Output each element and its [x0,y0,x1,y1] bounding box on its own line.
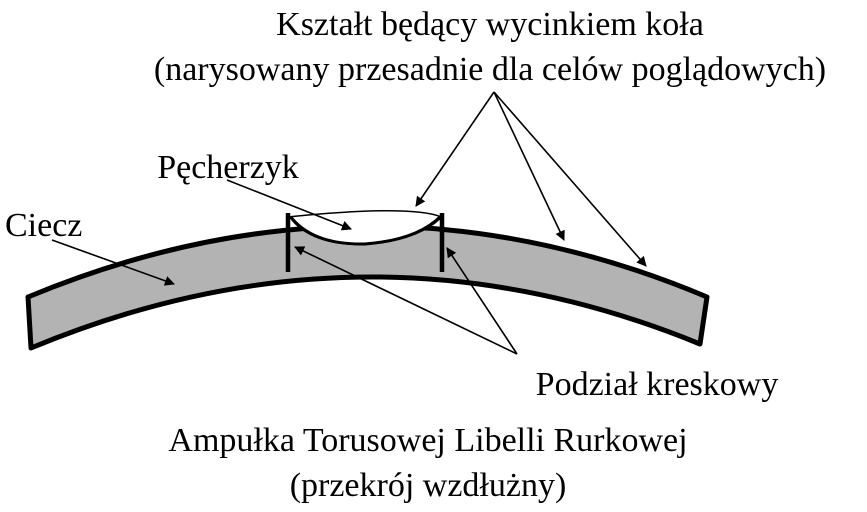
arrow-graduation-right [446,247,518,355]
label-liquid: Ciecz [5,207,82,244]
caption-line2: (przekrój wzdłużny) [290,467,567,504]
arrow-liquid-label [51,239,175,286]
label-segment-shape-line1: Kształt będący wycinkiem koła [276,6,704,43]
caption-line1: Ampułka Torusowej Libelli Rurkowej [168,422,687,459]
label-graduation: Podział kreskowy [536,366,779,403]
arrow-segment-to-tube-top [493,91,565,241]
vial-body [25,223,710,351]
arrow-graduation-left [294,246,518,355]
arrow-segment-to-tube-right [493,91,647,267]
arrow-segment-to-bubble-top [415,91,495,207]
label-bubble: Pęcherzyk [157,149,299,186]
arrow-bubble-label [226,179,352,231]
bubble-lower-arc [290,217,441,246]
label-segment-shape-line2: (narysowany przesadnie dla celów poglądo… [154,51,826,88]
